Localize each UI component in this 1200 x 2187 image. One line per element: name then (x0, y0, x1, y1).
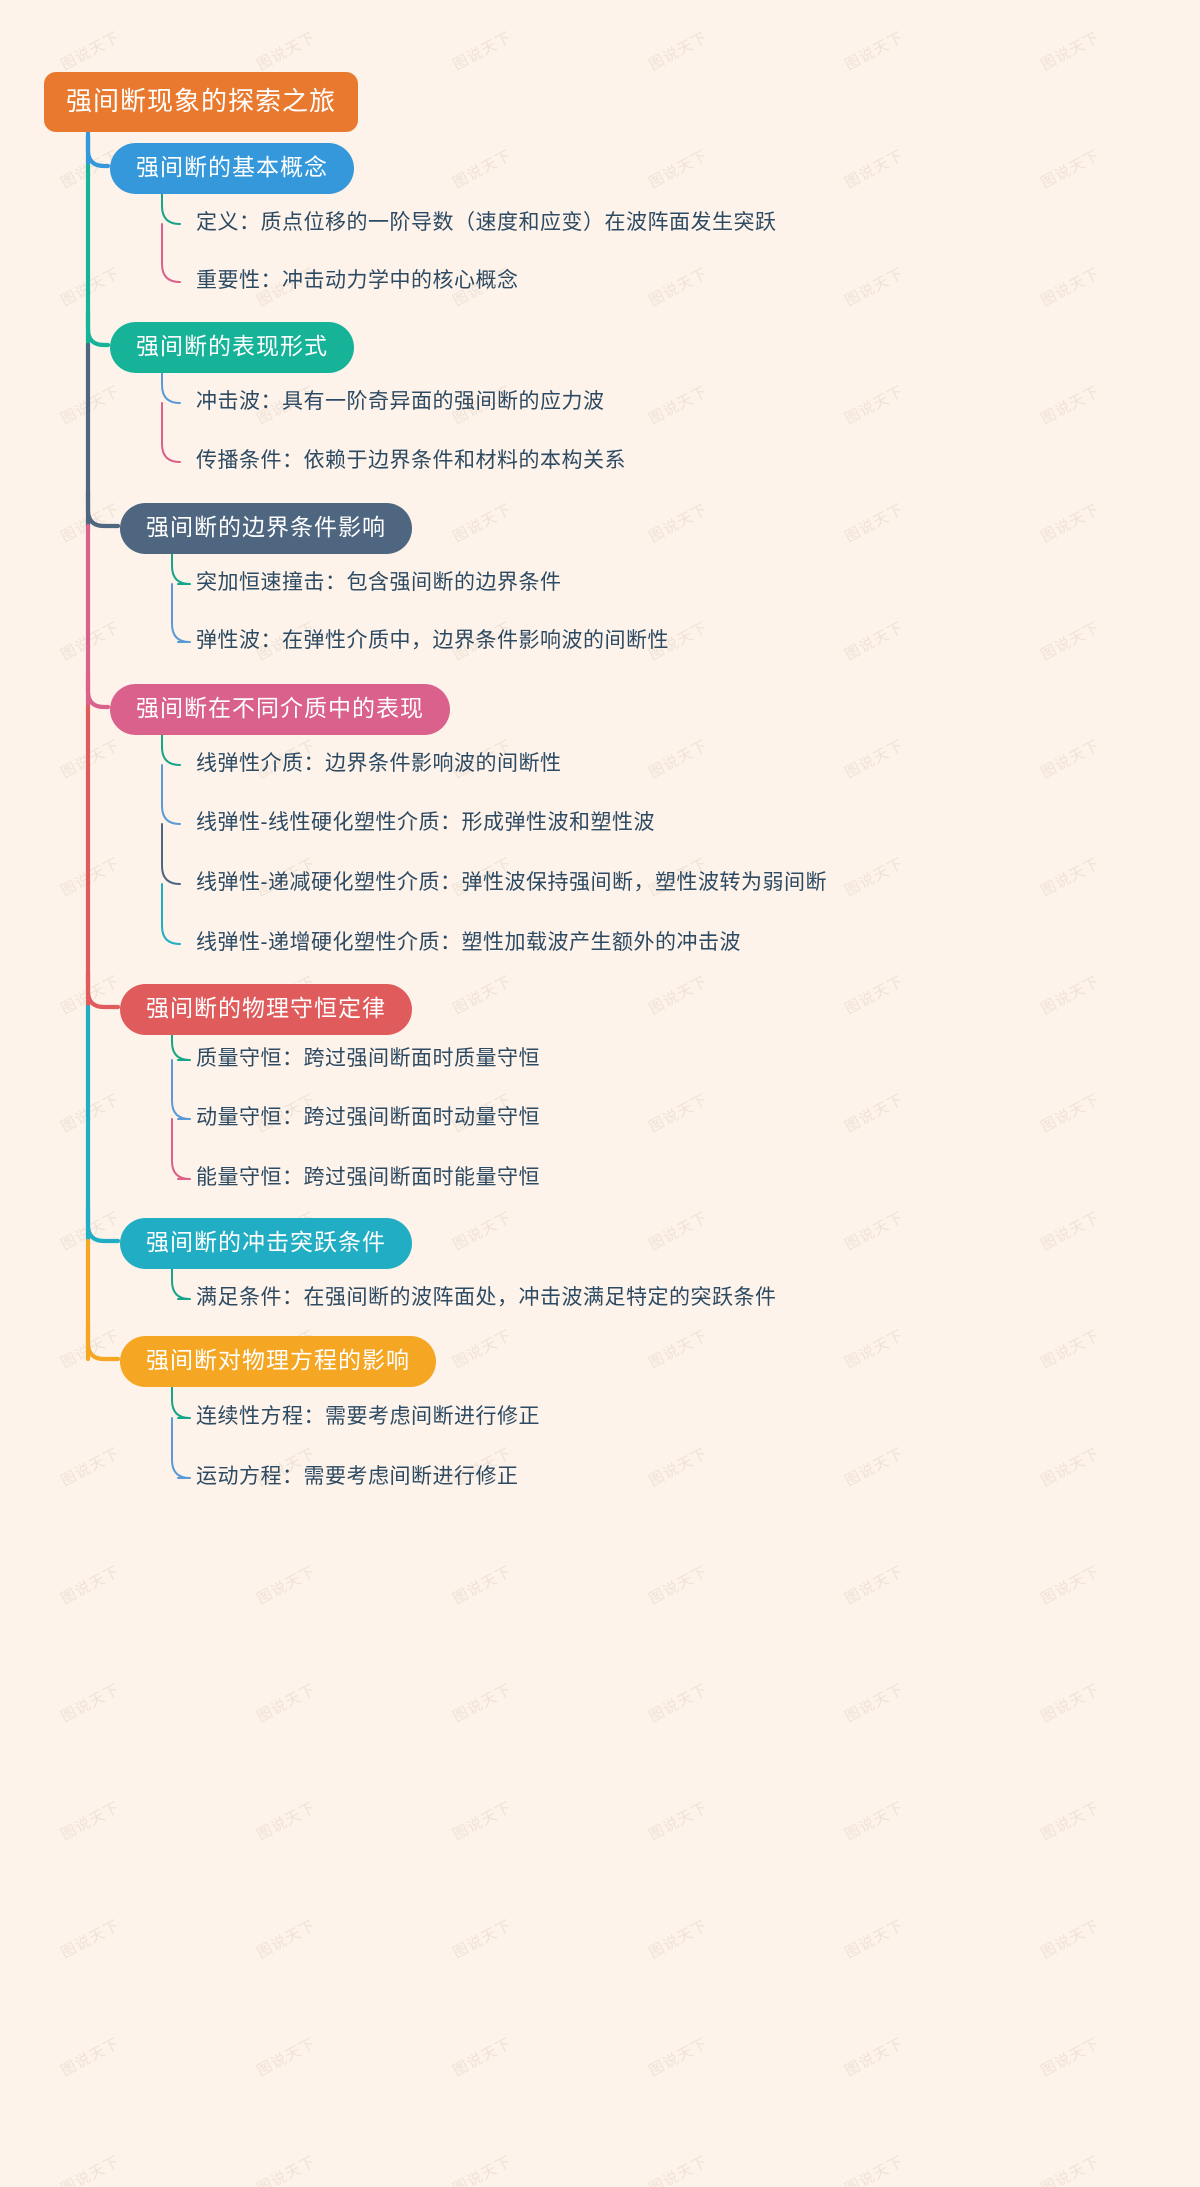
leaf-node[interactable]: 定义：质点位移的一阶导数（速度和应变）在波阵面发生突跃 (196, 212, 777, 233)
leaf-node-label: 线弹性-递减硬化塑性介质：弹性波保持强间断，塑性波转为弱间断 (196, 871, 827, 894)
branch-node[interactable]: 强间断在不同介质中的表现 (110, 684, 450, 735)
leaf-node[interactable]: 重要性：冲击动力学中的核心概念 (196, 270, 519, 291)
leaf-node-label: 定义：质点位移的一阶导数（速度和应变）在波阵面发生突跃 (196, 211, 777, 234)
leaf-node[interactable]: 传播条件：依赖于边界条件和材料的本构关系 (196, 450, 626, 471)
branch-node-label: 强间断在不同介质中的表现 (136, 695, 424, 721)
leaf-node[interactable]: 质量守恒：跨过强间断面时质量守恒 (196, 1048, 540, 1069)
branch-node-label: 强间断的物理守恒定律 (146, 995, 386, 1021)
leaf-node[interactable]: 线弹性介质：边界条件影响波的间断性 (196, 753, 562, 774)
leaf-node[interactable]: 运动方程：需要考虑间断进行修正 (196, 1466, 519, 1487)
leaf-node[interactable]: 线弹性-递增硬化塑性介质：塑性加载波产生额外的冲击波 (196, 932, 741, 953)
leaf-node-label: 弹性波：在弹性介质中，边界条件影响波的间断性 (196, 629, 669, 652)
branch-node[interactable]: 强间断对物理方程的影响 (120, 1336, 436, 1387)
leaf-node[interactable]: 满足条件：在强间断的波阵面处，冲击波满足特定的突跃条件 (196, 1287, 777, 1308)
branch-node[interactable]: 强间断的基本概念 (110, 143, 354, 194)
leaf-node-label: 线弹性-线性硬化塑性介质：形成弹性波和塑性波 (196, 811, 655, 834)
leaf-node[interactable]: 突加恒速撞击：包含强间断的边界条件 (196, 572, 562, 593)
leaf-node-label: 重要性：冲击动力学中的核心概念 (196, 269, 519, 292)
leaf-node-label: 能量守恒：跨过强间断面时能量守恒 (196, 1166, 540, 1189)
root-node[interactable]: 强间断现象的探索之旅 (44, 72, 359, 132)
leaf-node-label: 突加恒速撞击：包含强间断的边界条件 (196, 571, 562, 594)
leaf-node[interactable]: 弹性波：在弹性介质中，边界条件影响波的间断性 (196, 630, 669, 651)
branch-node[interactable]: 强间断的物理守恒定律 (120, 984, 412, 1035)
leaf-node-label: 连续性方程：需要考虑间断进行修正 (196, 1405, 540, 1428)
leaf-node-label: 运动方程：需要考虑间断进行修正 (196, 1465, 519, 1488)
leaf-node-label: 质量守恒：跨过强间断面时质量守恒 (196, 1047, 540, 1070)
branch-node-label: 强间断的基本概念 (136, 154, 328, 180)
branch-node-label: 强间断的边界条件影响 (146, 514, 386, 540)
branch-node[interactable]: 强间断的边界条件影响 (120, 503, 412, 554)
leaf-node-label: 传播条件：依赖于边界条件和材料的本构关系 (196, 449, 626, 472)
branch-node[interactable]: 强间断的冲击突跃条件 (120, 1218, 412, 1269)
leaf-node[interactable]: 动量守恒：跨过强间断面时动量守恒 (196, 1107, 540, 1128)
leaf-node-label: 线弹性介质：边界条件影响波的间断性 (196, 752, 562, 775)
branch-node-label: 强间断的冲击突跃条件 (146, 1229, 386, 1255)
leaf-node-label: 线弹性-递增硬化塑性介质：塑性加载波产生额外的冲击波 (196, 931, 741, 954)
leaf-node[interactable]: 冲击波：具有一阶奇异面的强间断的应力波 (196, 391, 605, 412)
branch-node-label: 强间断的表现形式 (136, 333, 328, 359)
leaf-node[interactable]: 连续性方程：需要考虑间断进行修正 (196, 1406, 540, 1427)
leaf-node[interactable]: 线弹性-递减硬化塑性介质：弹性波保持强间断，塑性波转为弱间断 (196, 872, 827, 893)
branch-node-label: 强间断对物理方程的影响 (146, 1347, 410, 1373)
leaf-node-label: 满足条件：在强间断的波阵面处，冲击波满足特定的突跃条件 (196, 1286, 777, 1309)
root-node-label: 强间断现象的探索之旅 (66, 86, 337, 116)
leaf-node-label: 动量守恒：跨过强间断面时动量守恒 (196, 1106, 540, 1129)
branch-node[interactable]: 强间断的表现形式 (110, 322, 354, 373)
leaf-node[interactable]: 能量守恒：跨过强间断面时能量守恒 (196, 1167, 540, 1188)
leaf-node-label: 冲击波：具有一阶奇异面的强间断的应力波 (196, 390, 605, 413)
leaf-node[interactable]: 线弹性-线性硬化塑性介质：形成弹性波和塑性波 (196, 812, 655, 833)
